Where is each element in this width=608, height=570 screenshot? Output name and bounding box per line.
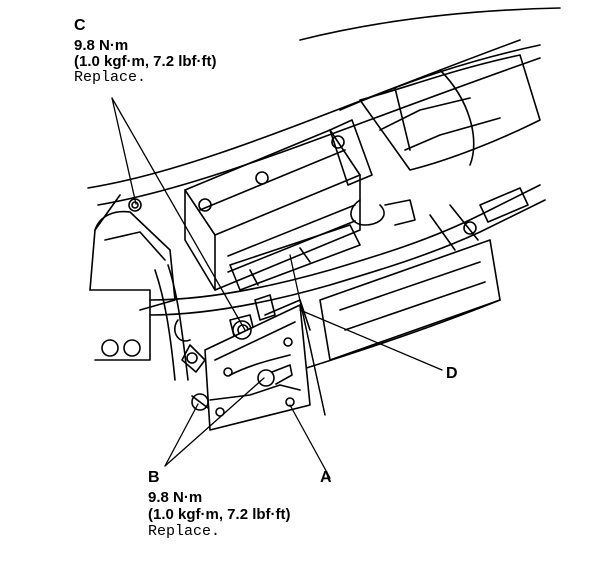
leader-lines xyxy=(111,97,443,479)
callout-c-letter: C xyxy=(74,17,86,34)
callout-c-torque: 9.8 N·m xyxy=(74,37,129,54)
upper-housing xyxy=(184,129,361,291)
callout-b-torque: 9.8 N·m xyxy=(148,489,203,506)
callout-b-torque-alt: (1.0 kgf·m, 7.2 lbf·ft) xyxy=(148,506,291,523)
body-outline xyxy=(87,7,561,291)
right-duct xyxy=(329,54,541,186)
callout-a-letter: A xyxy=(320,469,332,486)
callout-c-torque-alt: (1.0 kgf·m, 7.2 lbf·ft) xyxy=(74,53,217,70)
bolts-b xyxy=(191,364,293,411)
bracket-a xyxy=(204,299,311,431)
lower-right-panel xyxy=(299,239,501,371)
callout-b-note: Replace. xyxy=(148,523,221,540)
callout-c-note: Replace. xyxy=(74,69,147,86)
hoses xyxy=(149,184,546,316)
callout-d-letter: D xyxy=(446,365,458,382)
left-frame xyxy=(89,198,189,381)
harness-bracket xyxy=(229,224,361,291)
callout-b-letter: B xyxy=(148,469,160,486)
